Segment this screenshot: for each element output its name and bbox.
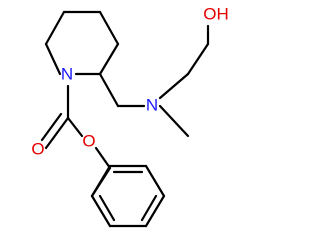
amine-nitrogen-label: N <box>146 95 158 114</box>
hydroxyl-label: OH <box>203 4 229 23</box>
piperidine-ring <box>44 10 120 76</box>
carbonyl-oxygen-label: O <box>31 139 44 158</box>
benzene-ring <box>90 164 166 228</box>
carbamate-group <box>40 84 112 198</box>
ester-oxygen-label: O <box>82 131 95 150</box>
ring-nitrogen-label: N <box>61 64 73 83</box>
side-chain <box>98 24 210 138</box>
chemical-structure: N N O O OH <box>31 4 229 228</box>
